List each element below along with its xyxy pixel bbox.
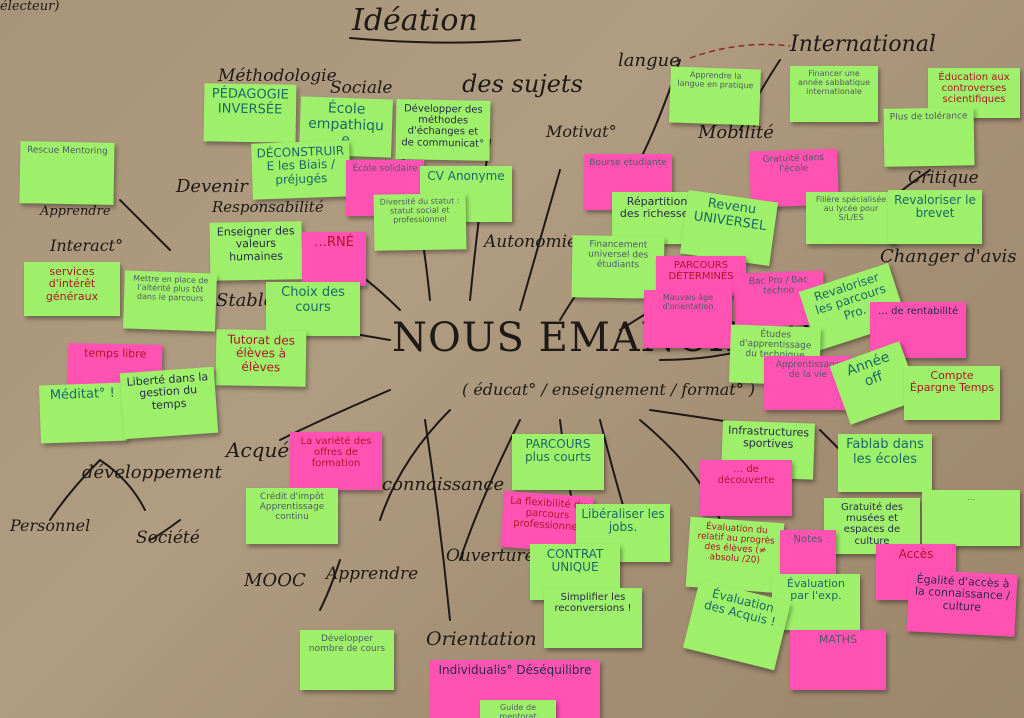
label-international: International bbox=[790, 32, 936, 57]
label-responsabilite: Responsabilité bbox=[212, 198, 324, 216]
label-mobilite: Mobilité bbox=[698, 122, 774, 143]
note-plus-de-tolerance: Plus de tolérance bbox=[883, 107, 975, 167]
note-credit-impot: Crédit d'impôt Apprentissage continu bbox=[246, 488, 338, 544]
label-societe: Société bbox=[136, 528, 200, 548]
note-rescue-mentoring: Rescue Mentoring bbox=[19, 141, 115, 205]
label-personnel: Personnel bbox=[10, 516, 91, 535]
label-langue: langue bbox=[618, 50, 680, 71]
note-pedagogie-inversee: PÉDAGOGIE INVERSÉE bbox=[203, 83, 297, 143]
note-developper-nombre: Développer nombre de cours bbox=[300, 630, 394, 690]
note-apprendre-langue: Apprendre la langue en pratique bbox=[669, 66, 761, 126]
label-sociale: Sociale bbox=[330, 78, 393, 98]
note-simplifier-reconversions: Simplifier les reconversions ! bbox=[544, 588, 642, 648]
note-liberte-gestion: Liberté dans la gestion du temps bbox=[119, 366, 219, 440]
note-revenu-universel: Revenu UNIVERSEL bbox=[679, 190, 779, 266]
note-mauvais-age: Mauvais âge d'orientation bbox=[644, 290, 732, 348]
note-individualisation: Individualis° Déséquilibre bbox=[430, 660, 600, 718]
label-connaissance: connaissance bbox=[382, 474, 505, 495]
label-orientation: Orientation bbox=[426, 628, 537, 650]
label-methodologie: Méthodologie bbox=[218, 66, 337, 86]
note-meditation: Méditat° ! bbox=[39, 382, 127, 444]
note-revaloriser-brevet: Revaloriser le brevet bbox=[888, 190, 982, 244]
label-stable: Stable bbox=[216, 290, 275, 311]
board-title: Idéation bbox=[352, 3, 478, 38]
label-ouverture: Ouverture bbox=[446, 546, 535, 566]
note-liberaliser-jobs: Libéraliser les jobs. bbox=[576, 504, 670, 562]
note-parcours-courts: PARCOURS plus courts bbox=[512, 434, 604, 490]
note-egalite-acces: Égalité d'accès à la connaissance / cult… bbox=[906, 569, 1018, 637]
label-mooc: MOOC bbox=[244, 570, 306, 591]
note-services-interet: services d'intérêt généraux bbox=[24, 262, 120, 316]
note-notes: Notes bbox=[780, 530, 836, 574]
label-autonomie: Autonomie bbox=[484, 232, 578, 252]
central-subtitle: ( éducat° / enseignement / format° ) bbox=[462, 380, 756, 399]
note-gratuite-musees: Gratuité des musées et espaces de cultur… bbox=[824, 498, 920, 554]
note-une-note: … bbox=[922, 490, 1020, 546]
note-choix-cours: Choix des cours bbox=[266, 282, 360, 336]
note-filiere-specialisee: Filière spécialisée au lycée pour S/L/ES bbox=[806, 192, 896, 244]
label-apprendre-top: Apprendre bbox=[40, 204, 111, 219]
note-variete-offres: La variété des offres de formation bbox=[290, 432, 382, 490]
label-changer-avis: Changer d'avis bbox=[880, 246, 1017, 267]
note-fablab: Fablab dans les écoles bbox=[838, 434, 932, 492]
label-apprendre: Apprendre bbox=[326, 564, 419, 584]
label-des-sujets: des sujets bbox=[462, 70, 583, 98]
note-mettre-en-place: Mettre en place de l'altérité plus tôt d… bbox=[123, 270, 217, 332]
label-developpement: développement bbox=[82, 462, 222, 483]
label-critique: Critique bbox=[908, 168, 979, 188]
label-interaction: Interact° bbox=[50, 236, 124, 255]
note-guide-mentorat: Guide de mentorat bbox=[480, 700, 556, 718]
note-compte-epargne: Compte Épargne Temps bbox=[904, 366, 1000, 420]
note-developper-methodes: Développer des méthodes d'échanges et de… bbox=[395, 99, 491, 161]
note-maths: MATHS bbox=[790, 630, 886, 690]
note-decouverte: … de découverte bbox=[700, 460, 792, 516]
note-cv-anonyme: CV Anonyme bbox=[420, 166, 512, 222]
label-motivation: Motivat° bbox=[546, 122, 617, 141]
note-tutorat: Tutorat des élèves à élèves bbox=[215, 329, 307, 387]
note-deconstruire-biais: DÉCONSTRUIRE les Biais / préjugés bbox=[251, 140, 351, 200]
note-financer-annee: Financer une année sabbatique internatio… bbox=[790, 66, 878, 122]
note-parcours-determines: PARCOURS DÉTERMINÉS bbox=[656, 256, 746, 296]
note-diversite-statut: Diversité du statut : statut social et p… bbox=[373, 193, 467, 251]
note-parrainage: …RNÉ bbox=[302, 232, 366, 286]
label-top-corner: électeur) bbox=[0, 0, 60, 14]
note-enseigner-valeurs: Enseigner des valeurs humaines bbox=[209, 221, 303, 281]
